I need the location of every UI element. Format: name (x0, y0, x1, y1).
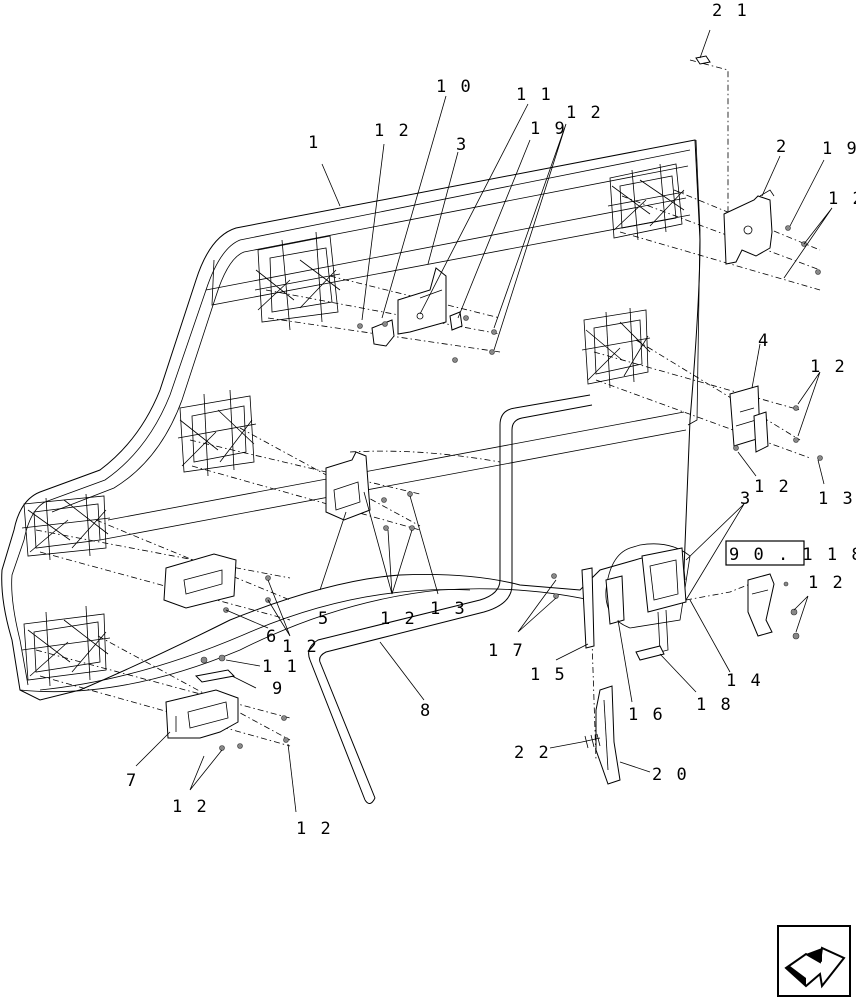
reference-label: 9 0 . 1 1 8 . (729, 545, 856, 565)
callout-labels: 1 1 2 1 0 1 1 3 1 9 1 2 2 1 2 1 9 1 2 4 … (126, 1, 856, 839)
callout-3-b: 3 (740, 489, 752, 509)
callout-12-b: 1 2 (566, 103, 603, 123)
reference-box: 9 0 . 1 1 8 . (725, 540, 856, 566)
callout-12-j: 1 2 (296, 819, 333, 839)
callout-17: 1 7 (488, 641, 525, 661)
upper-right-grille (607, 163, 685, 241)
lower-left-grille-upper (21, 493, 111, 561)
callout-12-e: 1 2 (754, 477, 791, 497)
plate-9 (194, 669, 236, 683)
spring-22 (581, 733, 601, 749)
callout-12-g: 1 2 (380, 609, 417, 629)
callout-8: 8 (420, 701, 432, 721)
callout-7: 7 (126, 771, 138, 791)
bolts (200, 225, 823, 751)
next-page-arrow-icon[interactable] (777, 925, 851, 997)
bracket-20 (595, 685, 621, 785)
latch-right (747, 573, 775, 637)
callout-16: 1 6 (628, 705, 665, 725)
callout-2: 2 (776, 137, 788, 157)
side-panel (1, 139, 701, 701)
callout-5: 5 (318, 609, 330, 629)
hinge-bracket-2 (723, 189, 775, 265)
callout-12-a: 1 2 (374, 121, 411, 141)
clip-18 (635, 645, 665, 661)
callout-12-h: 1 2 (282, 637, 319, 657)
upper-left-grille (254, 231, 341, 331)
bracket-6 (163, 553, 237, 609)
bracket-5 (325, 451, 371, 521)
door-latch-area (605, 543, 691, 653)
callout-4: 4 (758, 331, 770, 351)
lower-left-grille-lower (21, 605, 111, 687)
middle-right-grille (581, 307, 651, 389)
callout-3-a: 3 (456, 135, 468, 155)
callout-20: 2 0 (652, 765, 689, 785)
assembly-lines (35, 59, 821, 761)
callout-21: 2 1 (712, 1, 749, 21)
callout-11-b: 1 1 (262, 657, 299, 677)
callout-22: 2 2 (514, 743, 551, 763)
callout-11-a: 1 1 (516, 85, 553, 105)
callout-1: 1 (308, 133, 320, 153)
part-16 (605, 575, 625, 625)
callout-12-c: 1 2 (828, 189, 856, 209)
bracket-4 (729, 385, 769, 453)
rod-15 (581, 567, 595, 649)
callout-19-b: 1 9 (822, 139, 856, 159)
hinge-bracket-upper (371, 267, 463, 347)
leader-lines (135, 29, 833, 813)
callout-13-b: 1 3 (430, 599, 467, 619)
callout-12-i: 1 2 (172, 797, 209, 817)
callout-6: 6 (266, 627, 278, 647)
callout-14: 1 4 (726, 671, 763, 691)
grab-handle-tube (308, 394, 593, 804)
callout-18: 1 8 (696, 695, 733, 715)
callout-19-a: 1 9 (530, 119, 567, 139)
callout-13-a: 1 3 (818, 489, 855, 509)
callout-10: 1 0 (436, 77, 473, 97)
callout-15: 1 5 (530, 665, 567, 685)
callout-12-d: 1 2 (810, 357, 847, 377)
bracket-7 (165, 689, 239, 739)
pin-21 (695, 55, 711, 65)
callout-12-f: 1 2 (808, 573, 845, 593)
callout-9: 9 (272, 679, 284, 699)
middle-left-grille (177, 389, 257, 477)
